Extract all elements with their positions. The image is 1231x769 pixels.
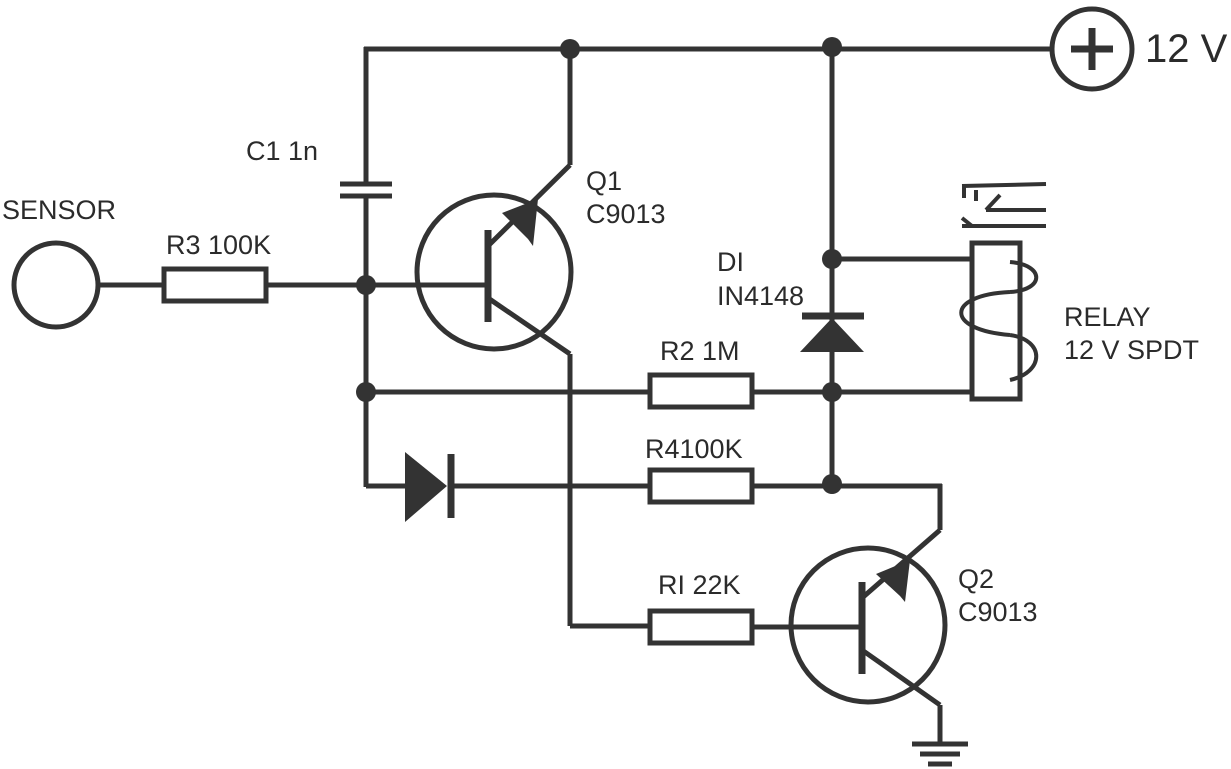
q1-name: Q1	[586, 166, 622, 196]
transistor-q2	[788, 528, 948, 708]
resistor-r4	[647, 467, 755, 505]
sensor-label: SENSOR	[2, 195, 116, 225]
r1-label: RI 22K	[658, 570, 741, 600]
junction-relay-top	[822, 249, 842, 269]
diode-d2	[405, 452, 455, 522]
supply-label: 12 V	[1145, 27, 1228, 71]
junction-r4-right	[822, 474, 842, 494]
junction-rail-d1	[822, 37, 842, 57]
relay-contacts	[960, 182, 1047, 228]
diode-d1	[800, 312, 864, 352]
resistor-r2	[647, 372, 755, 410]
relay-spec: 12 V SPDT	[1064, 335, 1199, 365]
ground-symbol	[912, 741, 968, 767]
r4-label: R4100K	[645, 434, 743, 464]
junction-dots	[356, 37, 842, 494]
q2-name: Q2	[958, 564, 994, 594]
r2-label: R2 1M	[660, 336, 740, 366]
junction-rail-q1	[560, 39, 580, 59]
sensor-terminal	[11, 240, 101, 330]
transistor-q1	[414, 163, 574, 357]
d1-part: IN4148	[717, 281, 804, 311]
relay-name: RELAY	[1064, 302, 1151, 332]
relay-coil	[959, 240, 1039, 402]
q1-part: C9013	[586, 199, 666, 229]
capacitor-c1	[340, 181, 392, 199]
junction-r2-right	[822, 382, 842, 402]
resistor-r1	[647, 608, 755, 646]
c1-label: C1 1n	[246, 136, 318, 166]
r3-label: R3 100K	[166, 230, 271, 260]
supply-terminal	[1049, 6, 1135, 92]
resistor-r3	[161, 266, 269, 304]
junction-r2-left	[356, 382, 376, 402]
junction-base-c1	[356, 275, 376, 295]
q2-part: C9013	[958, 597, 1038, 627]
d1-name: DI	[717, 247, 744, 277]
